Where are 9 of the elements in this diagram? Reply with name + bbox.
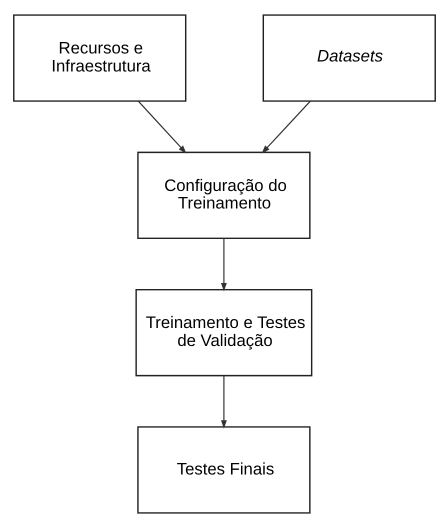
node-box: Testes Finais: [136, 426, 310, 514]
node-box: Treinamento e Testes de Validação: [134, 288, 312, 376]
node-box: Recursos e Infraestrutura: [12, 14, 186, 102]
node-box: Datasets: [262, 14, 436, 102]
arrow: [261, 100, 310, 154]
arrow: [220, 238, 226, 291]
arrow: [137, 100, 186, 154]
node-box: Configuração do Treinamento: [136, 151, 310, 239]
arrow: [220, 375, 226, 428]
